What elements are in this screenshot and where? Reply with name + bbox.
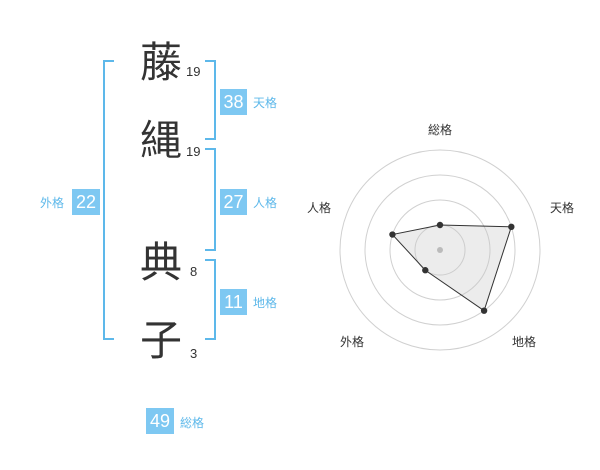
stroke-count-2: 19 [186,144,201,159]
stroke-count-4: 3 [190,346,198,361]
chikaku-value: 11 [220,289,247,315]
jinkaku-bracket [205,148,216,251]
radar-point [422,267,429,274]
gaikaku-value: 22 [72,189,100,215]
radar-point [389,231,396,238]
chikaku-label: 地格 [253,296,278,310]
radar-ring [339,149,541,351]
stroke-count-3: 8 [190,264,198,279]
stroke-count-1: 19 [186,64,201,79]
tenkaku-label: 天格 [253,96,278,110]
soukaku-label: 総格 [180,416,205,430]
name-char-1: 藤 [140,38,183,87]
radar-ring [364,174,516,326]
radar-ring [389,199,491,301]
jinkaku-label: 人格 [253,196,278,210]
name-char-2: 縄 [140,116,183,165]
tenkaku-value: 38 [220,89,247,115]
radar-label-gaikaku: 外格 [340,335,365,349]
radar-label-chikaku: 地格 [512,335,537,349]
name-char-3: 典 [140,238,183,287]
radar-label-soukaku: 総格 [428,123,453,137]
gaikaku-bracket [103,60,114,340]
chikaku-bracket [205,259,216,340]
soukaku-value: 49 [146,408,174,434]
jinkaku-value: 27 [220,189,247,215]
radar-label-jinkaku: 人格 [307,201,332,215]
tenkaku-bracket [205,60,216,140]
radar-point [436,221,444,229]
radar-area [391,224,513,312]
radar-chart [339,149,541,351]
gaikaku-label: 外格 [40,196,65,210]
name-char-4: 子 [140,316,183,365]
radar-point [508,223,515,231]
radar-center [437,247,443,253]
radar-label-tenkaku: 天格 [550,201,575,215]
radar-point [480,307,488,314]
